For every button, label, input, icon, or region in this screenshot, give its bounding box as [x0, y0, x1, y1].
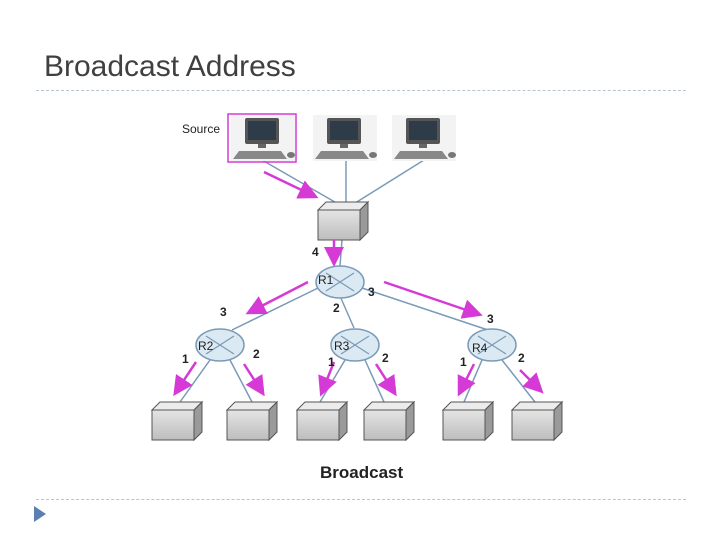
next-slide-arrow-icon[interactable]	[34, 506, 46, 522]
port-r4-in: 3	[487, 312, 494, 326]
router-r3-label: R3	[334, 339, 350, 353]
source-label: Source	[182, 122, 220, 136]
host-r3-2	[363, 401, 415, 441]
port-r2-right: 2	[253, 347, 260, 361]
host-r4-1	[442, 401, 494, 441]
source-computer	[231, 115, 295, 161]
source-highlight	[227, 113, 297, 163]
title-divider	[36, 90, 686, 91]
router-r1-label: R1	[318, 273, 334, 287]
port-r2-left: 1	[182, 352, 189, 366]
port-r1-r2: 3	[220, 305, 227, 319]
host-r2-2	[226, 401, 278, 441]
footer-divider	[36, 499, 686, 500]
diagram-caption: Broadcast	[320, 463, 403, 482]
host-r4-2	[511, 401, 563, 441]
router-r2-label: R2	[198, 339, 214, 353]
port-r3-left: 1	[328, 355, 335, 369]
network-links	[179, 159, 536, 403]
host-r2-1	[151, 401, 203, 441]
port-r1-r4: 3	[368, 285, 375, 299]
broadcast-arrows	[173, 170, 544, 397]
port-r4-right: 2	[518, 351, 525, 365]
port-switch-r1: 4	[312, 245, 319, 259]
slide-title: Broadcast Address	[44, 50, 296, 83]
host-r3-1	[296, 401, 348, 441]
port-r4-left: 1	[460, 355, 467, 369]
switch	[317, 201, 369, 241]
computer-2	[313, 115, 377, 161]
port-r3-right: 2	[382, 351, 389, 365]
port-r1-r3: 2	[333, 301, 340, 315]
router-r4-label: R4	[472, 341, 488, 355]
computer-3	[392, 115, 456, 161]
